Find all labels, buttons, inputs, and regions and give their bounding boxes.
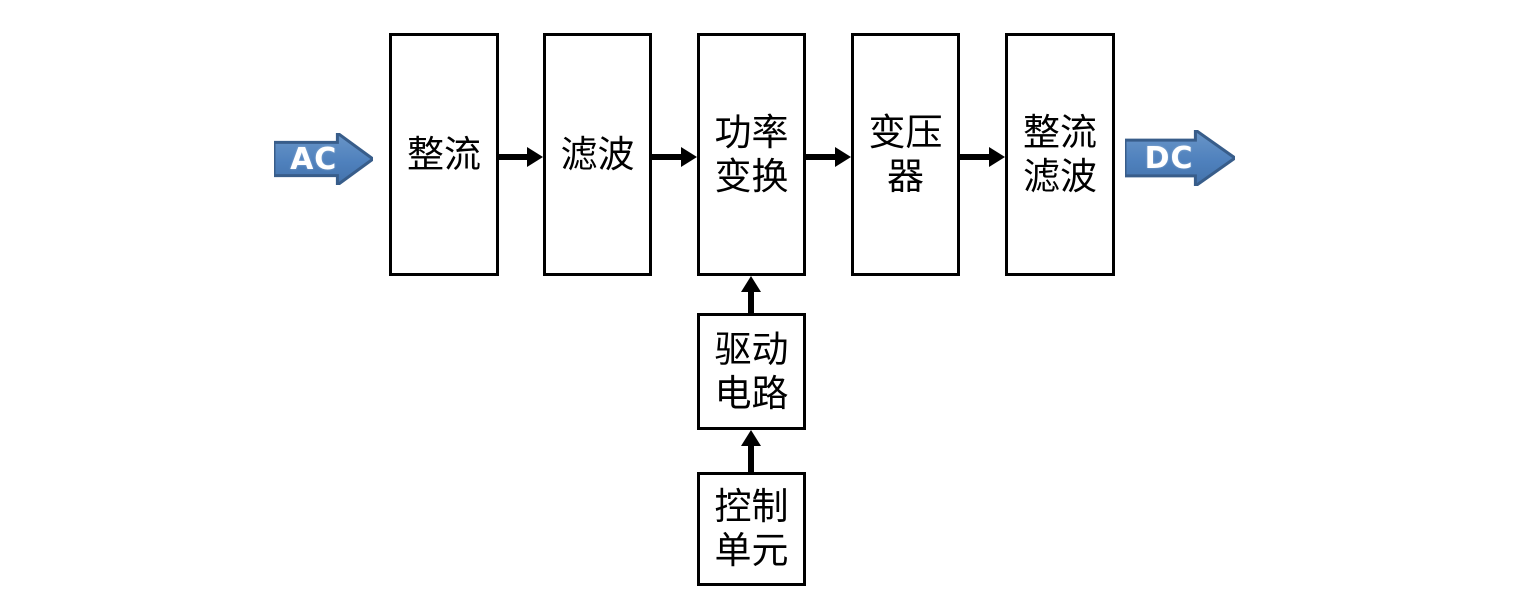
- io-arrow-ac-input[interactable]: [274, 133, 373, 185]
- connector-rectifier-to-filter: [499, 147, 543, 167]
- io-arrow-dc-output[interactable]: [1125, 130, 1235, 186]
- block-transformer[interactable]: 变压 器: [851, 33, 960, 276]
- block-rectifier[interactable]: 整流: [389, 33, 499, 276]
- block-label-control-unit: 控制 单元: [714, 485, 789, 572]
- block-label-drive-circuit: 驱动 电路: [714, 327, 789, 415]
- block-control-unit[interactable]: 控制 单元: [697, 472, 806, 586]
- block-label-filter: 滤波: [560, 132, 635, 176]
- connector-filter-to-power-conversion: [652, 147, 697, 167]
- block-filter[interactable]: 滤波: [543, 33, 652, 276]
- block-label-transformer: 变压 器: [868, 110, 943, 198]
- block-label-rectifier: 整流: [407, 132, 481, 176]
- connector-drive-to-power-conversion: [741, 276, 761, 313]
- block-drive-circuit[interactable]: 驱动 电路: [697, 313, 806, 430]
- block-label-rectifier-filter: 整流 滤波: [1023, 110, 1097, 198]
- block-label-power-conversion: 功率 变换: [714, 110, 789, 198]
- connector-control-to-drive: [741, 430, 761, 472]
- connector-power-conversion-to-transformer: [806, 147, 851, 167]
- block-rectifier-filter[interactable]: 整流 滤波: [1005, 33, 1115, 276]
- block-power-conversion[interactable]: 功率 变换: [697, 33, 806, 276]
- connector-transformer-to-rectifier-filter: [960, 147, 1005, 167]
